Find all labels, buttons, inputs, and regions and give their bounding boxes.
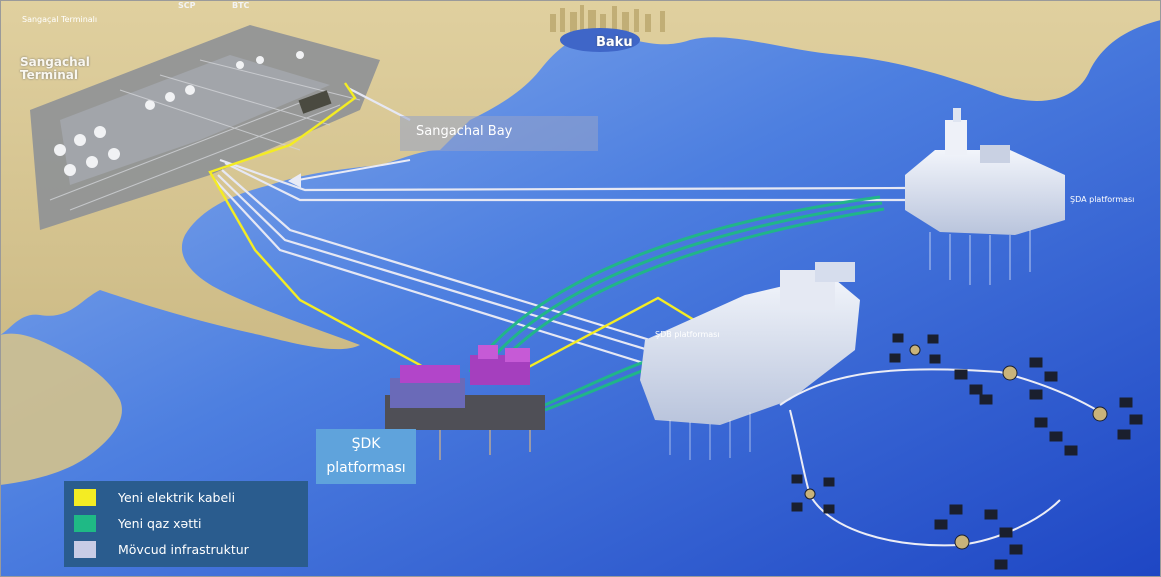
sangachal-bay-callout: Sangachal Bay bbox=[400, 116, 598, 151]
label-scp: SCP bbox=[178, 1, 196, 10]
subsea-manifolds bbox=[791, 333, 1143, 570]
bay-pointer-arrow bbox=[287, 159, 411, 188]
map-legend: Yeni elektrik kabeli Yeni qaz xətti Mövc… bbox=[64, 481, 308, 567]
label-sdk-line1: ŞDK bbox=[351, 436, 381, 452]
sdk-platform-callout: ŞDK platforması bbox=[316, 429, 416, 484]
manifold-3 bbox=[1034, 397, 1143, 456]
legend-label: Yeni elektrik kabeli bbox=[118, 489, 236, 505]
sdk-platform-structure bbox=[385, 345, 545, 460]
existing-infrastructure-lines bbox=[214, 87, 912, 367]
label-sdb-platform: ŞDB platforması bbox=[655, 330, 720, 339]
label-sangachal-bay: Sangachal Bay bbox=[416, 124, 513, 139]
sangachal-terminal-complex bbox=[30, 25, 380, 230]
manifold-5 bbox=[934, 504, 1023, 570]
label-sangachal-terminal-line1: Sangachal bbox=[20, 55, 90, 69]
legend-item-existing-infrastructure: Mövcud infrastruktur bbox=[74, 537, 249, 561]
label-sangachal-terminal-line2: Terminal bbox=[20, 68, 79, 82]
label-btc: BTC bbox=[232, 1, 250, 10]
label-sdk-line2: platforması bbox=[326, 460, 406, 476]
label-sangacal-terminal: Sangaçal Terminalı bbox=[22, 15, 98, 24]
legend-swatch-green bbox=[74, 514, 96, 532]
legend-label: Yeni qaz xətti bbox=[118, 515, 202, 531]
legend-item-electric-cable: Yeni elektrik kabeli bbox=[74, 485, 235, 509]
label-baku: Baku bbox=[596, 35, 633, 50]
southern-shore bbox=[0, 333, 122, 485]
legend-label: Mövcud infrastruktur bbox=[118, 541, 249, 557]
legend-item-gas-line: Yeni qaz xətti bbox=[74, 511, 202, 535]
legend-swatch-lavender bbox=[74, 540, 96, 558]
manifold-2 bbox=[954, 357, 1058, 405]
sdb-platform-structure bbox=[640, 262, 860, 460]
baku-city bbox=[550, 5, 665, 32]
label-sangachal-terminal: Sangachal Terminal bbox=[20, 56, 90, 82]
baku-bay-water bbox=[560, 28, 640, 52]
manifold-1 bbox=[889, 333, 941, 364]
legend-swatch-yellow bbox=[74, 488, 96, 506]
label-sda-platform: ŞDA platforması bbox=[1070, 195, 1135, 204]
sda-platform-structure bbox=[905, 108, 1065, 285]
manifold-4 bbox=[791, 474, 835, 514]
